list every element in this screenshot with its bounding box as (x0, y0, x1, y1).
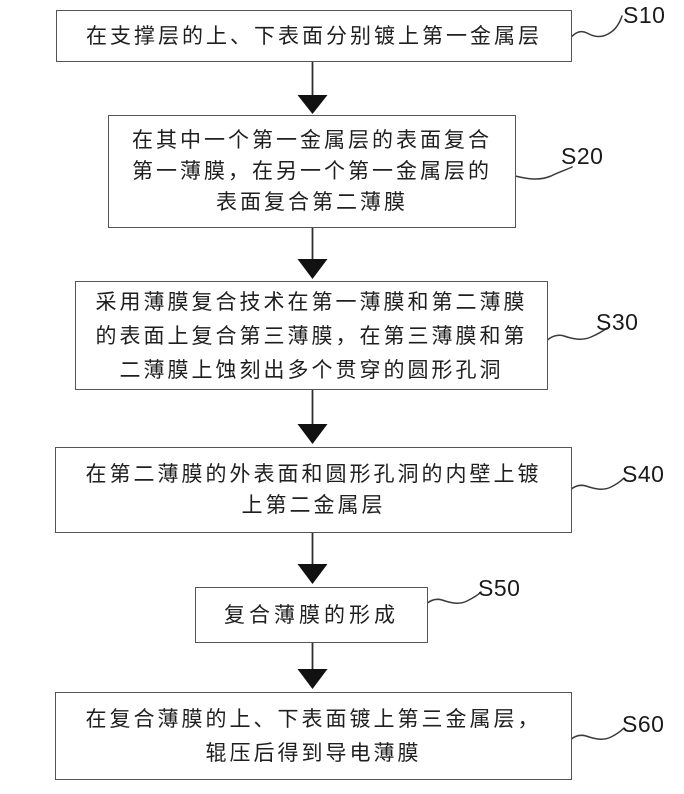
flow-arrow-1 (297, 62, 328, 114)
step-box-s30: 采用薄膜复合技术在第一薄膜和第二薄膜 的表面上复合第三薄膜，在第三薄膜和第 二薄… (75, 281, 548, 390)
step-text-s40: 在第二薄膜的外表面和圆形孔洞的内壁上镀 上第二金属层 (85, 462, 542, 517)
step-label-s50: S50 (478, 575, 521, 601)
step-text-s50: 复合薄膜的形成 (224, 603, 399, 627)
step-label-s40: S40 (622, 461, 665, 487)
step-text-s10: 在支撑层的上、下表面分别镀上第一金属层 (86, 24, 542, 48)
step-box-s10: 在支撑层的上、下表面分别镀上第一金属层 (56, 10, 572, 62)
step-box-s40: 在第二薄膜的外表面和圆形孔洞的内壁上镀 上第二金属层 (55, 447, 572, 533)
step-label-s60: S60 (622, 711, 665, 737)
step-box-s50: 复合薄膜的形成 (195, 587, 428, 643)
step-text-s60: 在复合薄膜的上、下表面镀上第三金属层， 辊压后得到导电薄膜 (85, 707, 542, 765)
flow-arrow-4 (297, 533, 328, 584)
flow-arrow-2 (297, 228, 328, 279)
step-text-s30: 采用薄膜复合技术在第一薄膜和第二薄膜 的表面上复合第三薄膜，在第三薄膜和第 二薄… (95, 289, 528, 382)
step-label-s20: S20 (561, 143, 604, 169)
step-label-s10: S10 (623, 2, 666, 28)
step-box-s20: 在其中一个第一金属层的表面复合 第一薄膜，在另一个第一金属层的 表面复合第二薄膜 (108, 115, 516, 228)
flow-arrow-3 (297, 390, 328, 444)
leader-line-s10 (564, 15, 623, 48)
step-label-s30: S30 (596, 309, 639, 335)
step-box-s60: 在复合薄膜的上、下表面镀上第三金属层， 辊压后得到导电薄膜 (55, 692, 572, 780)
flow-arrow-5 (297, 643, 328, 689)
step-text-s20: 在其中一个第一金属层的表面复合 第一薄膜，在另一个第一金属层的 表面复合第二薄膜 (132, 128, 492, 214)
